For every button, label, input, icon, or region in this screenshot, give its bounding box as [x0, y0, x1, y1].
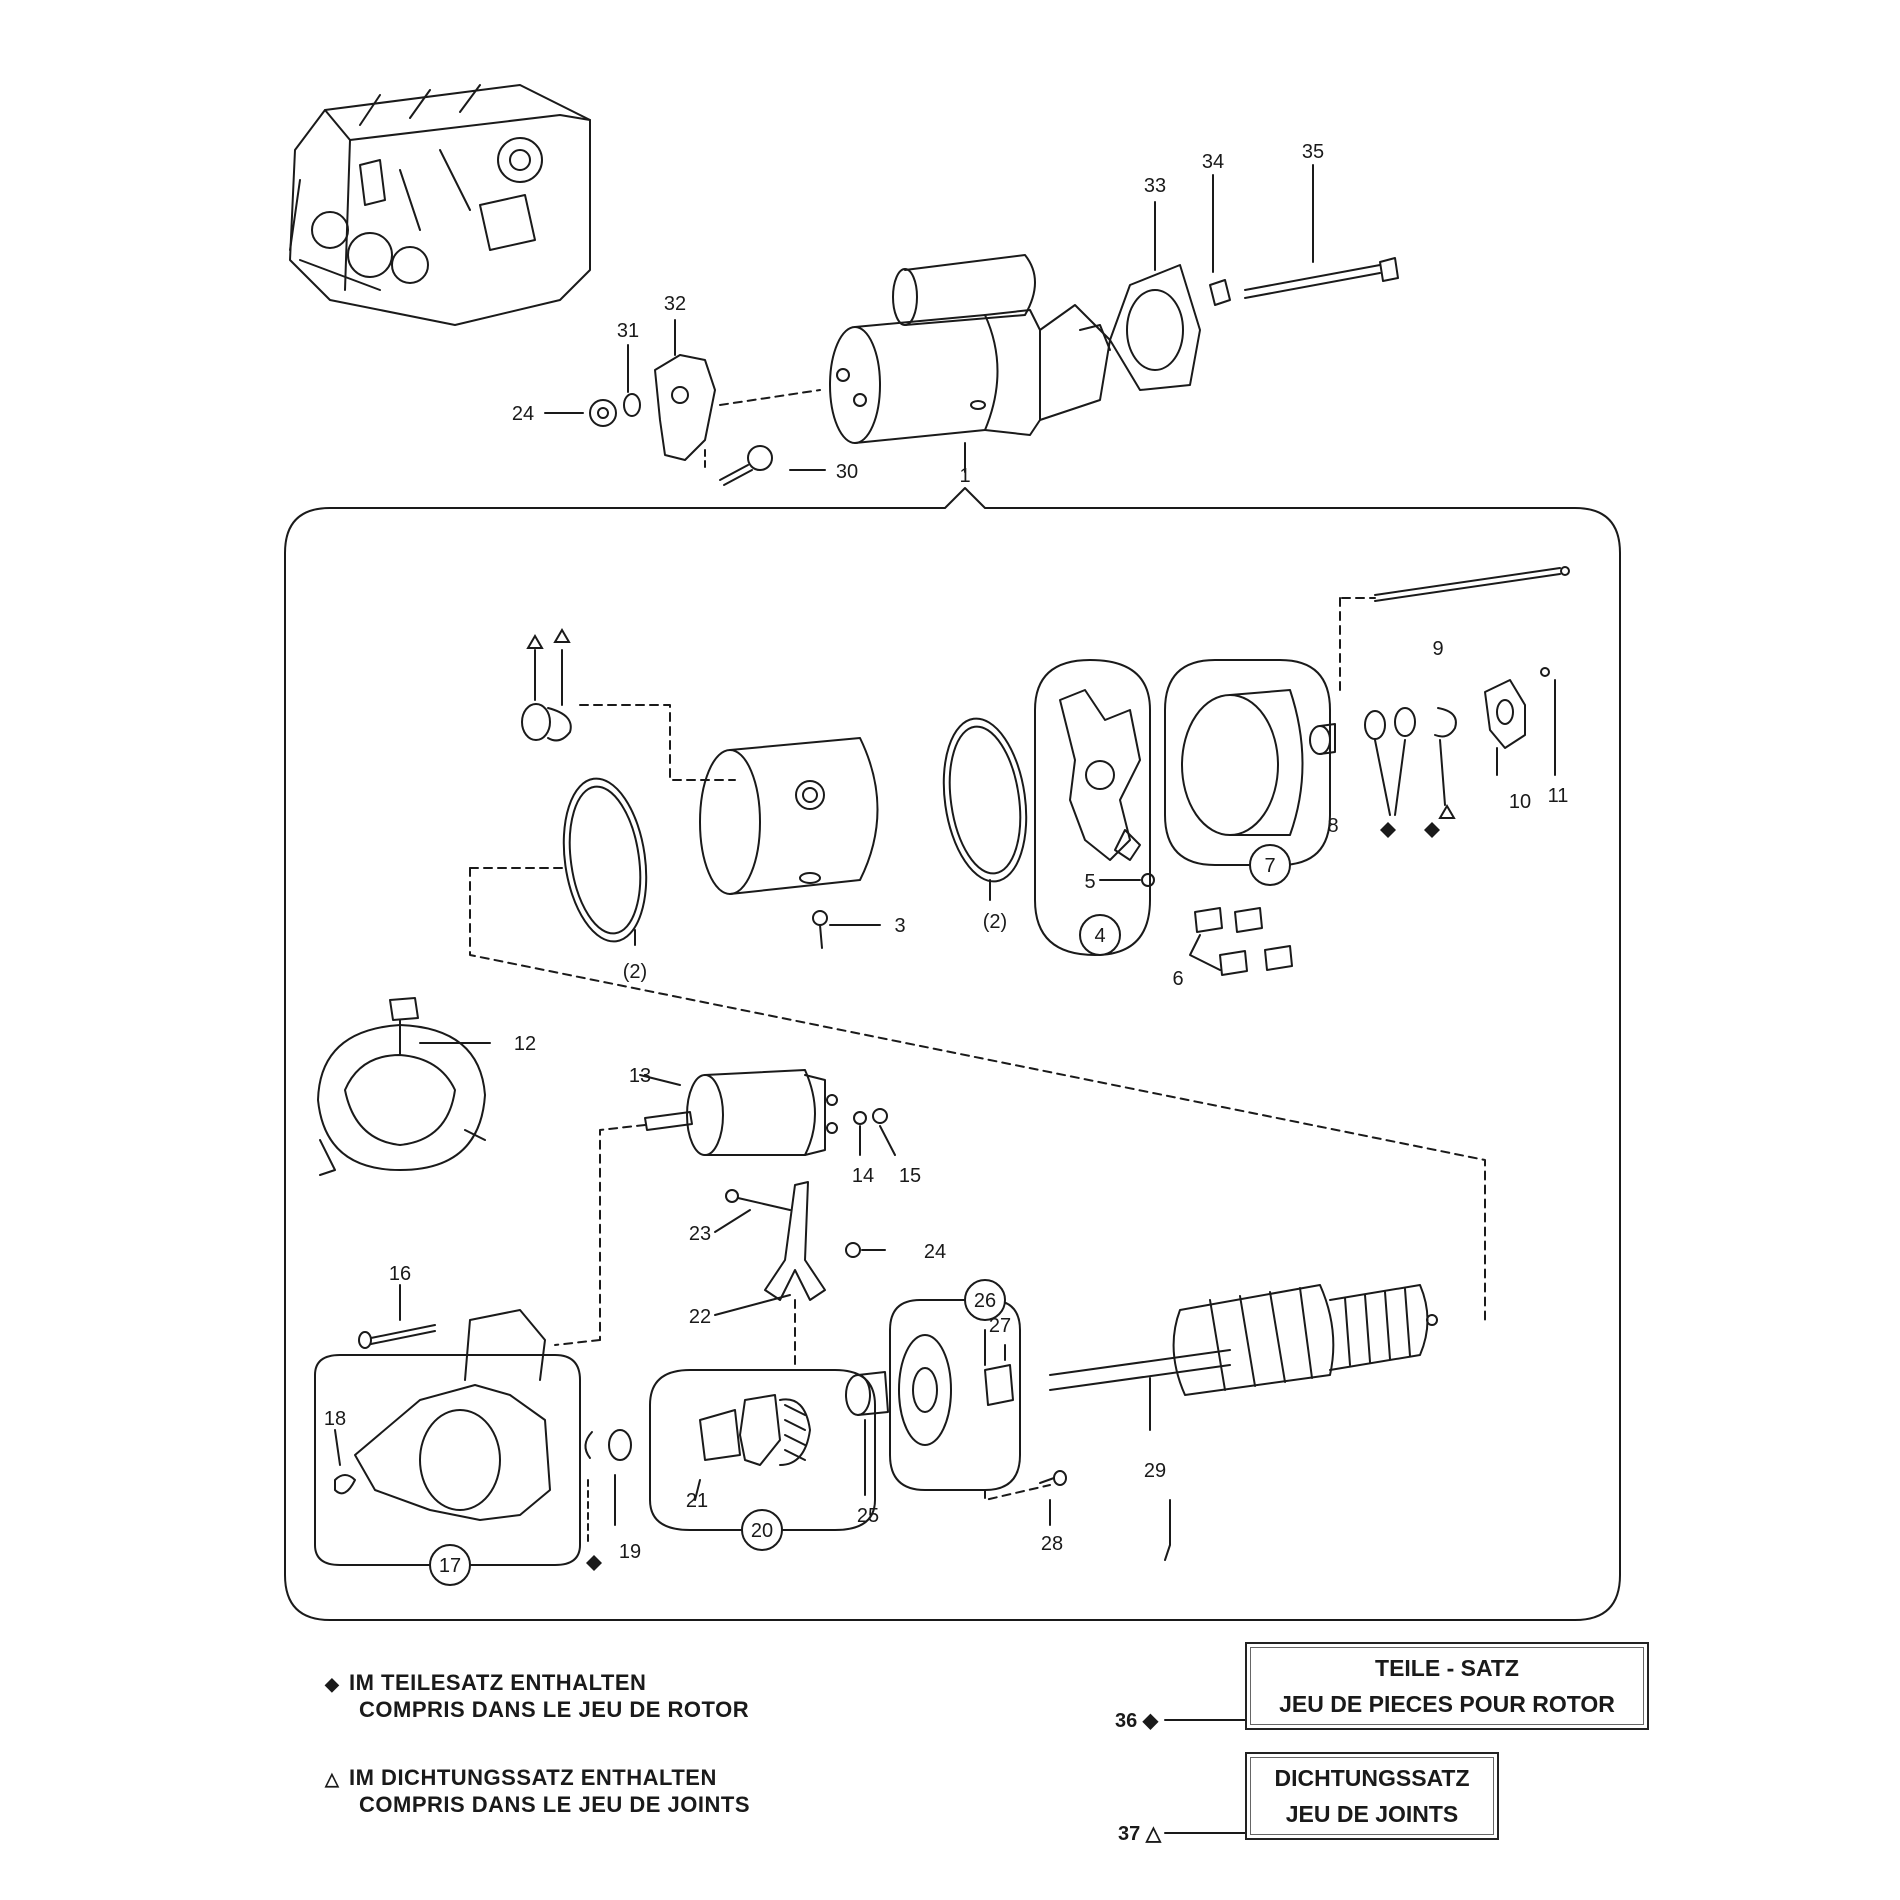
- part-number: 17: [439, 1555, 461, 1577]
- screw-16: [358, 1324, 436, 1349]
- part-number: 12: [514, 1033, 536, 1055]
- o-ring-pair-top: [521, 703, 572, 742]
- group-box-20: [649, 1369, 876, 1531]
- kit-subtitle: JEU DE PIECES POUR ROTOR: [1279, 1691, 1615, 1717]
- legend-text: COMPRIS DANS LE JEU DE JOINTS: [359, 1792, 751, 1817]
- part-number: 32: [664, 293, 686, 315]
- part-number: 13: [629, 1065, 651, 1087]
- washer-14-15: [853, 1108, 888, 1125]
- bushing-25: [845, 1371, 889, 1416]
- part-number: 20: [751, 1520, 773, 1542]
- part-number: 23: [689, 1223, 711, 1245]
- nut-24-top: [589, 399, 617, 427]
- detail-frame: [284, 487, 1621, 1621]
- part-number: (2): [983, 911, 1007, 933]
- part-number: 26: [974, 1290, 996, 1312]
- screw-28: [1039, 1470, 1067, 1486]
- tie-rod-9: [1374, 566, 1570, 602]
- bolt-30: [719, 445, 773, 486]
- pin-23: [725, 1189, 791, 1211]
- part-number: 30: [836, 461, 858, 483]
- legend-text: IM DICHTUNGSSATZ ENTHALTEN: [349, 1765, 717, 1790]
- part-number: 6: [1172, 968, 1183, 990]
- armature-29: [1049, 1284, 1438, 1396]
- screw-3: [812, 910, 828, 949]
- part-number: 9: [1432, 638, 1443, 660]
- part-number: 25: [857, 1505, 879, 1527]
- part-number: 35: [1302, 141, 1324, 163]
- triangle-symbol: [1438, 804, 1456, 819]
- part-number: 3: [894, 915, 905, 937]
- kit-label-37: 37 △: [1118, 1823, 1162, 1845]
- washer-31: [623, 393, 641, 417]
- starter-assembly: [829, 254, 1111, 444]
- group-box-4: [1034, 659, 1155, 956]
- nut-24-bottom: [845, 1242, 861, 1258]
- screw-11: [1540, 667, 1550, 677]
- cap-10: [1484, 679, 1526, 749]
- part-number: 24: [512, 403, 534, 425]
- diamond-symbol: [1380, 822, 1396, 838]
- ring-19: [584, 1429, 632, 1461]
- bushing-8: [1309, 723, 1336, 755]
- part-number: 19: [619, 1541, 641, 1563]
- solenoid-13: [644, 1069, 838, 1156]
- part-number: 16: [389, 1263, 411, 1285]
- legend-text: IM TEILESATZ ENTHALTEN: [349, 1670, 647, 1695]
- part-number: 15: [899, 1165, 921, 1187]
- part-number: 29: [1144, 1460, 1166, 1482]
- group-box-17: [314, 1309, 581, 1566]
- field-coil-12: [317, 997, 486, 1176]
- gasket-33: [1109, 264, 1201, 391]
- kit-label-36: 36 ◆: [1115, 1710, 1159, 1732]
- triangle-symbol: [526, 634, 544, 649]
- washer-34: [1209, 279, 1231, 306]
- kit-subtitle: JEU DE JOINTS: [1285, 1801, 1459, 1827]
- bracket-32: [654, 354, 716, 461]
- part-number: 14: [852, 1165, 874, 1187]
- brush-set-6: [1194, 907, 1293, 976]
- engagement-lever-22: [764, 1181, 826, 1301]
- part-number: 33: [1144, 175, 1166, 197]
- kit-title: DICHTUNGSSATZ: [1274, 1765, 1470, 1791]
- legend-rotor-kit: ◆ IM TEILESATZ ENTHALTEN COMPRIS DANS LE …: [325, 1670, 749, 1723]
- legend-gasket-kit: △ IM DICHTUNGSSATZ ENTHALTEN COMPRIS DANS…: [325, 1765, 750, 1818]
- triangle-symbol: [553, 628, 571, 643]
- through-bolt-35: [1244, 257, 1399, 299]
- diamond-symbol: [586, 1555, 602, 1571]
- part-number: 21: [686, 1490, 708, 1512]
- kit-title: TEILE - SATZ: [1375, 1655, 1519, 1681]
- group-box-26: [889, 1299, 1021, 1491]
- part-number: 7: [1264, 855, 1275, 877]
- part-number: 4: [1094, 925, 1105, 947]
- pole-housing: [699, 737, 879, 895]
- washer-set: [1364, 707, 1457, 740]
- triangle-icon: △: [325, 1769, 340, 1789]
- part-number: (2): [623, 961, 647, 983]
- part-number: 28: [1041, 1533, 1063, 1555]
- kit-box-37: DICHTUNGSSATZ JEU DE JOINTS: [1245, 1752, 1499, 1840]
- ring-seal-left: [562, 777, 648, 943]
- diamond-symbol: [1424, 822, 1440, 838]
- part-number: 24: [924, 1241, 946, 1263]
- part-number: 22: [689, 1306, 711, 1328]
- part-number: 5: [1084, 871, 1095, 893]
- kit-box-36: TEILE - SATZ JEU DE PIECES POUR ROTOR: [1245, 1642, 1649, 1730]
- part-number: 10: [1509, 791, 1531, 813]
- part-number: 27: [989, 1315, 1011, 1337]
- ring-seal-right: [942, 717, 1028, 883]
- part-number: 34: [1202, 151, 1224, 173]
- part-number: 11: [1548, 785, 1569, 807]
- engine-thumbnail: [289, 84, 591, 326]
- part-number: 31: [617, 320, 639, 342]
- part-number: 8: [1327, 815, 1338, 837]
- group-box-7: [1164, 659, 1331, 866]
- part-number: 1: [959, 465, 970, 487]
- legend-text: COMPRIS DANS LE JEU DE ROTOR: [359, 1697, 750, 1722]
- diamond-icon: ◆: [325, 1674, 340, 1694]
- part-number: 18: [324, 1408, 346, 1430]
